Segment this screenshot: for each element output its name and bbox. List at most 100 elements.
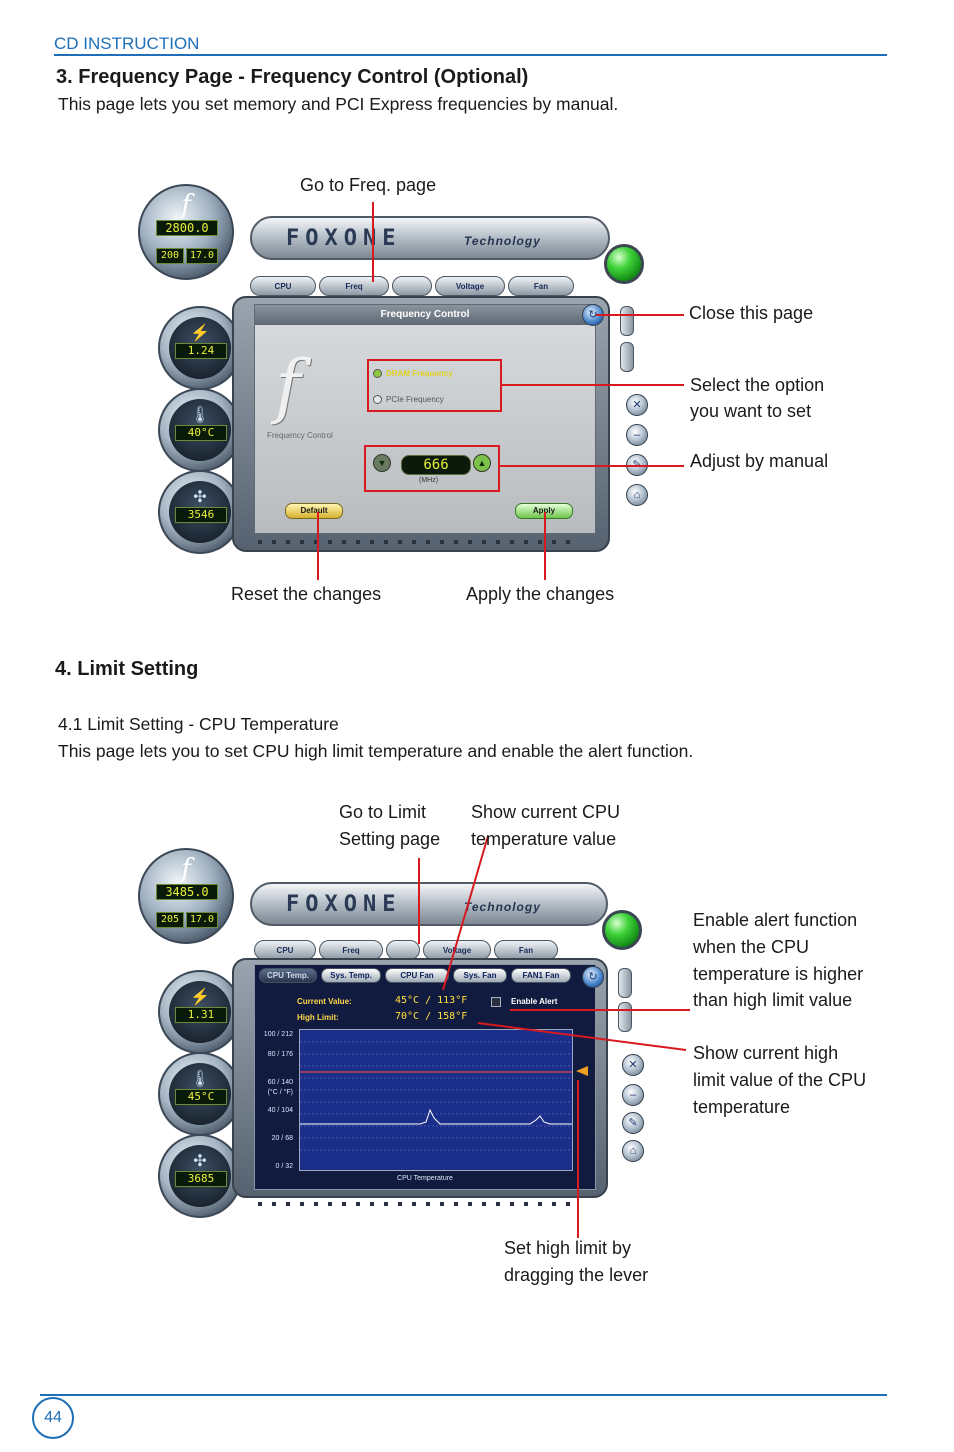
annotation-enable-1: Enable alert function [693, 910, 858, 930]
default-button[interactable]: Default [285, 503, 343, 519]
technology-logo: Technology [464, 234, 541, 248]
annotation-enable-3: temperature is higher [693, 964, 864, 984]
header-label: CD INSTRUCTION [54, 34, 200, 53]
subtab-fan1-fan[interactable]: FAN1 Fan [511, 968, 571, 983]
current-value-label: Current Value: [297, 997, 352, 1006]
ratio-lcd: 17.0 [186, 912, 218, 928]
temperature-graph [299, 1029, 573, 1171]
page-number: 44 [32, 1397, 74, 1439]
tab-freq[interactable]: Freq [319, 276, 389, 296]
annotation-apply: Apply the changes [466, 584, 615, 604]
main-tabs: CPU Freq Voltage Fan [250, 276, 574, 298]
fan-icon: ✣ [193, 1153, 207, 1170]
enable-alert-checkbox[interactable] [491, 997, 501, 1007]
tool-icon[interactable]: ✎ [622, 1112, 644, 1134]
frequency-panel: Frequency Control f Frequency Control DR… [254, 304, 596, 534]
option-dram[interactable]: DRAM Frequency [373, 369, 453, 378]
annotation-adjust: Adjust by manual [690, 451, 829, 471]
cpu-clock-gauge: f 2800.0 200 17.0 [138, 184, 234, 280]
radio-selected-icon [373, 369, 382, 378]
annotation-show-cpu-1: Show current CPU [471, 802, 621, 822]
temperature-lcd: 40°C [175, 425, 227, 441]
graph-caption: CPU Temperature [397, 1175, 453, 1182]
bolt-icon: ⚡ [190, 325, 210, 342]
power-orb-icon[interactable] [604, 244, 644, 284]
temperature-lcd: 45°C [175, 1089, 227, 1105]
subtab-sys-fan[interactable]: Sys. Fan [453, 968, 507, 983]
close-icon[interactable]: ✕ [626, 394, 648, 416]
close-icon[interactable]: ✕ [622, 1054, 644, 1076]
annotation-close: Close this page [689, 303, 814, 323]
rail-top [618, 968, 632, 998]
power-orb-icon[interactable] [602, 910, 642, 950]
limit-panel: CPU Temp. Sys. Temp. CPU Fan Sys. Fan FA… [254, 964, 596, 1190]
high-limit-lever[interactable] [576, 1066, 588, 1076]
annotation-high-1: Show current high [693, 1043, 839, 1063]
annotation-high-3: temperature [693, 1097, 791, 1117]
y-tick: 20 / 68 [271, 1135, 293, 1142]
option-pcie-label: PCIe Frequency [386, 395, 444, 404]
section3-description: This page lets you set memory and PCI Ex… [58, 94, 619, 114]
subtab-cpu-temp[interactable]: CPU Temp. [259, 968, 317, 983]
foxone-logo: FOXONE [286, 892, 402, 917]
section4-subtitle: 4.1 Limit Setting - CPU Temperature [58, 714, 339, 734]
option-dram-label: DRAM Frequency [386, 369, 453, 378]
freq-screenshot: f 2800.0 200 17.0 ⚡ 1.24 🌡 40°C ✣ 3546 F… [138, 180, 668, 560]
cpu-clock-lcd: 2800.0 [156, 220, 218, 236]
voltage-gauge: ⚡ 1.24 [158, 306, 242, 390]
home-icon[interactable]: ⌂ [626, 484, 648, 506]
annotation-go-limit-1: Go to Limit [339, 802, 427, 822]
voltage-lcd: 1.31 [175, 1007, 227, 1023]
foxone-f-icon: f [181, 854, 191, 884]
section4-title: 4. Limit Setting [55, 658, 199, 680]
high-limit-value: 70°C / 158°F [395, 1011, 468, 1022]
annotation-reset: Reset the changes [231, 584, 382, 604]
y-tick: (°C / °F) [267, 1089, 293, 1096]
enable-alert-label: Enable Alert [511, 997, 558, 1006]
y-tick: 60 / 140 [267, 1079, 293, 1086]
decrease-button[interactable]: ▼ [373, 454, 391, 472]
minimize-icon[interactable]: – [626, 424, 648, 446]
page-number-text: 44 [44, 1409, 62, 1426]
subtab-sys-temp[interactable]: Sys. Temp. [321, 968, 381, 983]
annotation-high-2: limit value of the CPU [693, 1070, 867, 1090]
voltage-gauge: ⚡ 1.31 [158, 970, 242, 1054]
home-icon[interactable]: ⌂ [622, 1140, 644, 1162]
annotation-enable-2: when the CPU [693, 937, 810, 957]
option-pcie[interactable]: PCIe Frequency [373, 395, 444, 404]
y-tick: 0 / 32 [275, 1163, 293, 1170]
minimize-icon[interactable]: – [622, 1084, 644, 1106]
freq-f-icon: f [275, 345, 301, 427]
temperature-graph-svg [300, 1041, 572, 1151]
high-limit-label: High Limit: [297, 1013, 339, 1022]
radio-unselected-icon [373, 395, 382, 404]
annotation-enable-4: than high limit value [693, 990, 853, 1010]
cpu-clock-gauge: f 3485.0 205 17.0 [138, 848, 234, 944]
bolt-icon: ⚡ [190, 989, 210, 1006]
frequency-value-lcd: 666 [401, 455, 471, 475]
section3-title: 3. Frequency Page - Frequency Control (O… [56, 66, 529, 88]
tab-voltage[interactable]: Voltage [435, 276, 505, 296]
main-tabs: CPU Freq Voltage Fan [254, 940, 558, 962]
annotation-select-option-1: Select the option [690, 375, 825, 395]
close-page-button[interactable]: ↻ [582, 966, 604, 988]
panel-title: Frequency Control [255, 305, 595, 325]
tab-fan[interactable]: Fan [508, 276, 574, 296]
ratio-lcd: 17.0 [186, 248, 218, 264]
annotation-select-option-2: you want to set [690, 401, 812, 421]
fan-lcd: 3546 [175, 507, 227, 523]
increase-button[interactable]: ▲ [473, 454, 491, 472]
tab-cpu[interactable]: CPU [250, 276, 316, 296]
annotation-lever-2: dragging the lever [504, 1265, 649, 1285]
y-tick: 40 / 104 [267, 1107, 293, 1114]
subtab-cpu-fan[interactable]: CPU Fan [385, 968, 449, 983]
fan-lcd: 3685 [175, 1171, 227, 1187]
limit-screenshot: f 3485.0 205 17.0 ⚡ 1.31 🌡 45°C ✣ 3685 F… [138, 846, 668, 1218]
rail-skin [620, 342, 634, 372]
callout-line-current-value [442, 835, 489, 991]
header-divider [54, 54, 887, 56]
y-tick: 100 / 212 [263, 1031, 293, 1038]
tab-limit[interactable] [392, 276, 432, 296]
